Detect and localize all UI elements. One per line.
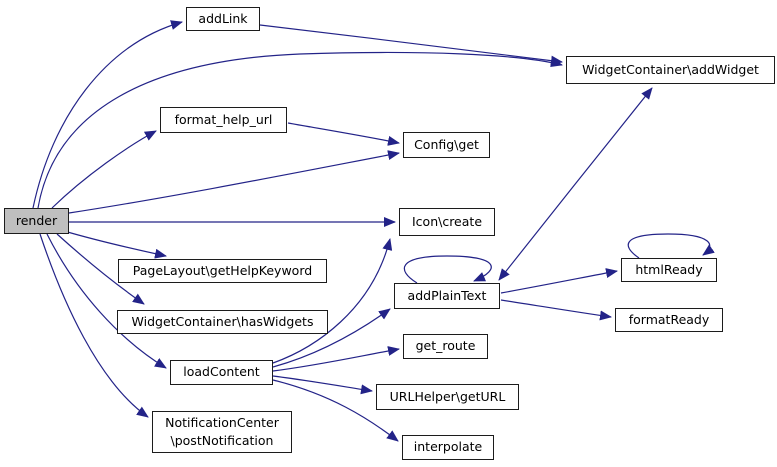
- edge-render-widget-container-has-widgets: [56, 233, 145, 305]
- node-label: WidgetContainer\addWidget: [582, 61, 759, 77]
- edge-load-content-icon-create: [272, 238, 393, 364]
- edge-self-loop-html-ready: [627, 233, 715, 259]
- edge-self-loop-add-plain-text: [403, 255, 492, 284]
- node-get-route[interactable]: get_route: [403, 334, 488, 359]
- node-load-content[interactable]: loadContent: [170, 360, 273, 385]
- edge-render-notification-center-post-notification: [39, 233, 149, 418]
- edge-render-widget-container-add-widget: [37, 51, 563, 209]
- edge-render-config-get: [68, 150, 400, 214]
- edge-add-link-widget-container-add-widget: [259, 24, 563, 66]
- edge-load-content-interpolate: [272, 379, 399, 442]
- edge-format-help-url-config-get: [287, 122, 400, 146]
- edge-render-page-layout-get-help-keyword: [63, 230, 167, 259]
- edge-render-load-content: [46, 233, 167, 369]
- node-label: Config\get: [414, 136, 479, 152]
- edge-add-plain-text-format-ready: [500, 299, 612, 321]
- node-label: Icon\create: [411, 213, 483, 229]
- node-label: NotificationCenter \postNotification: [165, 414, 279, 448]
- node-label: interpolate: [413, 439, 483, 455]
- node-page-layout-get-help-keyword[interactable]: PageLayout\getHelpKeyword: [118, 259, 327, 283]
- node-render: render: [4, 208, 69, 234]
- node-label: htmlReady: [635, 261, 703, 277]
- node-label: addLink: [198, 10, 248, 26]
- edge-load-content-add-plain-text: [272, 308, 391, 368]
- node-add-link[interactable]: addLink: [186, 7, 260, 31]
- node-label: formatReady: [628, 311, 710, 327]
- edge-load-content-url-helper-get-url: [272, 375, 373, 395]
- edge-add-plain-text-widget-container-add-widget: [498, 87, 653, 281]
- node-label: WidgetContainer\hasWidgets: [131, 313, 314, 329]
- node-format-ready[interactable]: formatReady: [615, 308, 723, 332]
- edge-render-format-help-url: [51, 130, 157, 209]
- node-format-help-url[interactable]: format_help_url: [160, 107, 287, 133]
- node-add-plain-text[interactable]: addPlainText: [394, 283, 500, 309]
- edge-add-plain-text-html-ready: [500, 268, 618, 294]
- edge-load-content-get-route: [272, 346, 400, 372]
- node-icon-create[interactable]: Icon\create: [399, 208, 495, 236]
- node-label: get_route: [415, 338, 476, 354]
- node-widget-container-has-widgets[interactable]: WidgetContainer\hasWidgets: [117, 310, 328, 334]
- node-config-get[interactable]: Config\get: [403, 132, 490, 158]
- edge-render-add-link: [32, 20, 183, 209]
- node-html-ready[interactable]: htmlReady: [621, 258, 717, 282]
- node-interpolate[interactable]: interpolate: [402, 435, 494, 460]
- node-label: loadContent: [183, 364, 260, 380]
- node-notification-center-post-notification[interactable]: NotificationCenter \postNotification: [152, 411, 292, 453]
- node-label: addPlainText: [407, 287, 487, 303]
- node-label: format_help_url: [174, 111, 273, 127]
- node-label: URLHelper\getURL: [389, 388, 506, 404]
- node-label: PageLayout\getHelpKeyword: [132, 262, 313, 278]
- node-label: render: [15, 212, 58, 228]
- node-widget-container-add-widget[interactable]: WidgetContainer\addWidget: [566, 56, 775, 84]
- node-url-helper-get-url[interactable]: URLHelper\getURL: [376, 384, 519, 410]
